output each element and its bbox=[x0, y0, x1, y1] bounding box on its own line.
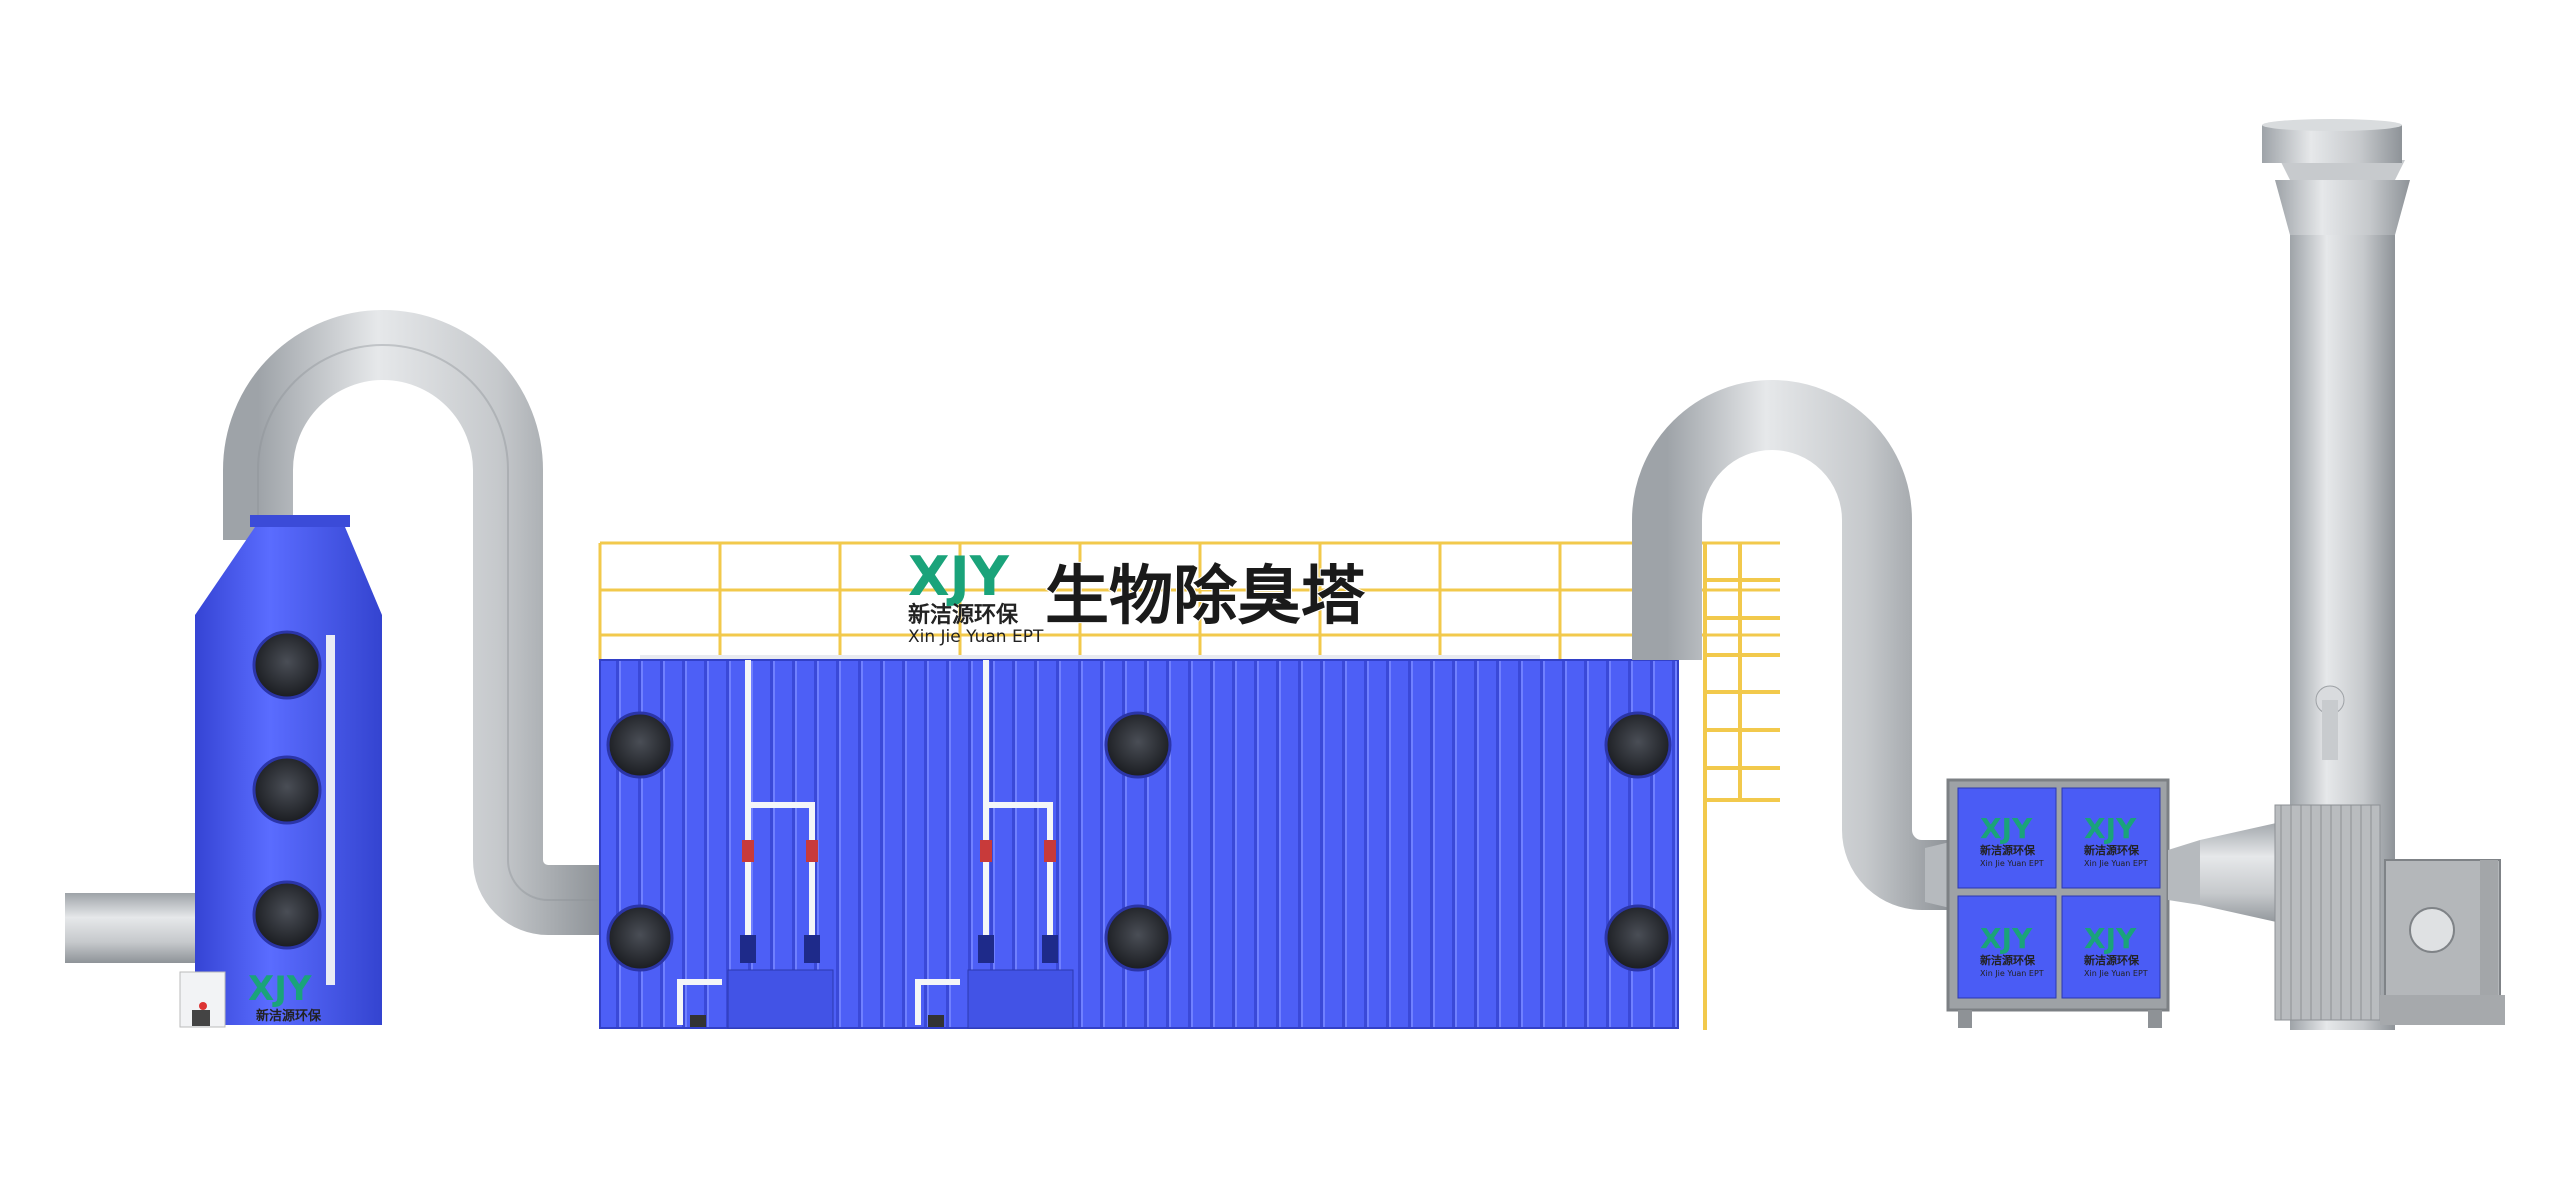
filter-logo-cn-2: 新洁源环保 bbox=[2084, 843, 2140, 857]
connecting-pipe-1 bbox=[223, 310, 600, 935]
brand-logo-mark: XJY bbox=[908, 545, 1010, 608]
inlet-duct bbox=[65, 893, 205, 963]
pump-unit-2 bbox=[915, 660, 1074, 1029]
brand-name-en: Xin Jie Yuan EPT bbox=[908, 627, 1044, 647]
top-railing bbox=[598, 541, 1780, 660]
equipment-title: 生物除臭塔 bbox=[1045, 559, 1366, 634]
filter-logo-en-3: Xin Jie Yuan EPT bbox=[1980, 969, 2044, 978]
side-ladder bbox=[1703, 543, 1780, 1030]
filter-logo-1: XJY bbox=[1980, 812, 2033, 845]
filter-logo-4: XJY bbox=[2084, 922, 2137, 955]
brand-name-cn: 新洁源环保 bbox=[908, 602, 1019, 628]
filter-logo-cn-4: 新洁源环保 bbox=[2084, 953, 2140, 967]
filter-logo-en-2: Xin Jie Yuan EPT bbox=[2084, 859, 2148, 868]
filter-logo-cn-1: 新洁源环保 bbox=[1980, 843, 2036, 857]
connecting-pipe-2 bbox=[1632, 380, 1950, 910]
bio-tower-branding: XJY 新洁源环保 Xin Jie Yuan EPT 生物除臭塔 bbox=[908, 545, 1367, 647]
bio-deodorization-tower: XJY 新洁源环保 Xin Jie Yuan EPT 生物除臭塔 bbox=[598, 541, 1780, 1030]
pump-unit-1 bbox=[677, 660, 834, 1029]
filter-logo-cn-3: 新洁源环保 bbox=[1980, 953, 2036, 967]
bio-tank-windows bbox=[606, 711, 1672, 972]
filter-logo-2: XJY bbox=[2084, 812, 2137, 845]
filter-logo-3: XJY bbox=[1980, 922, 2033, 955]
tower-side-pipe bbox=[326, 635, 335, 985]
tower-logo-cn: 新洁源环保 bbox=[256, 1008, 322, 1024]
tower-logo-mark: XJY bbox=[248, 969, 312, 1009]
filter-box: XJY 新洁源环保 Xin Jie Yuan EPT XJY 新洁源环保 Xin… bbox=[1925, 778, 2200, 1028]
filter-logo-en-4: Xin Jie Yuan EPT bbox=[2084, 969, 2148, 978]
tower-windows bbox=[252, 630, 322, 950]
tower-logo: XJY 新洁源环保 bbox=[248, 969, 322, 1024]
tower-cone bbox=[195, 527, 382, 615]
filter-logo-en-1: Xin Jie Yuan EPT bbox=[1980, 859, 2044, 868]
chimney-cap bbox=[2262, 125, 2402, 163]
scrubber-tower: XJY 新洁源环保 bbox=[65, 310, 600, 1028]
exhaust-stack bbox=[2200, 119, 2505, 1030]
fan-housing bbox=[2274, 804, 2381, 1021]
